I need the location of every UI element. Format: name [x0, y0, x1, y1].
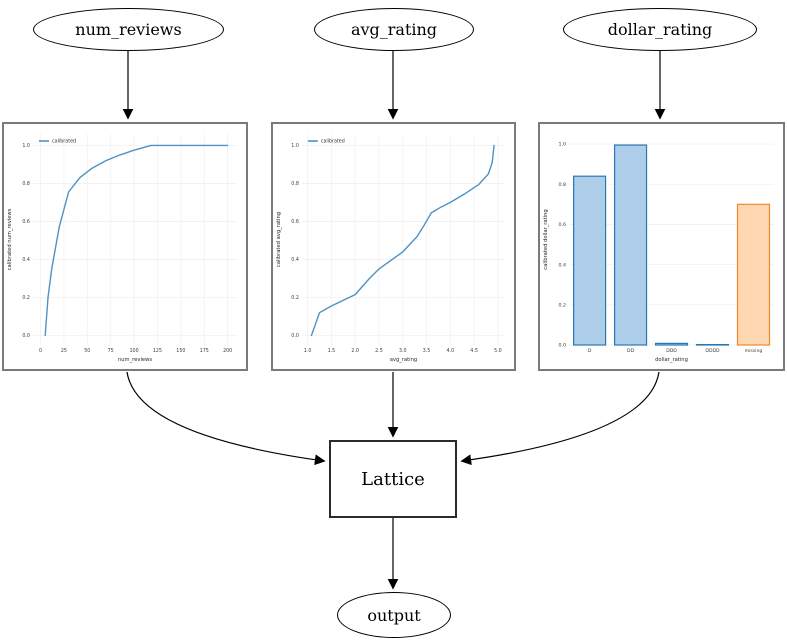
svg-text:1.5: 1.5	[328, 348, 336, 354]
svg-text:50: 50	[84, 348, 90, 354]
node-num-reviews: num_reviews	[33, 8, 224, 51]
svg-text:0.2: 0.2	[291, 295, 299, 301]
svg-text:D: D	[588, 348, 592, 354]
svg-text:4.0: 4.0	[447, 348, 455, 354]
node-avg-rating: avg_rating	[314, 8, 474, 51]
svg-text:2.0: 2.0	[351, 348, 359, 354]
svg-text:0.8: 0.8	[22, 181, 30, 187]
svg-text:0.0: 0.0	[558, 343, 566, 349]
svg-text:150: 150	[176, 348, 185, 354]
node-dollar-rating-label: dollar_rating	[607, 20, 713, 39]
node-lattice-label: Lattice	[361, 468, 425, 490]
avg-rating-calibration-plot: 0.0 0.2 0.4 0.6 0.8 1.0 1.0 1.5 2.0 2.5 3.0 3.5 4.0 4…	[271, 122, 516, 371]
svg-text:75: 75	[108, 348, 114, 354]
svg-text:0.2: 0.2	[558, 303, 566, 309]
svg-text:0.2: 0.2	[22, 295, 30, 301]
svg-text:calibrated: calibrated	[52, 139, 76, 145]
num-reviews-calibration-chart: 0.0 0.2 0.4 0.6 0.8 1.0 0 25 50 75 100 125 150 175 200…	[4, 124, 246, 369]
svg-text:175: 175	[200, 348, 209, 354]
node-avg-rating-label: avg_rating	[350, 20, 438, 39]
svg-text:5.0: 5.0	[494, 348, 502, 354]
node-lattice: Lattice	[329, 440, 457, 518]
svg-text:calibrated avg_rating: calibrated avg_rating	[276, 212, 282, 267]
svg-text:avg_rating: avg_rating	[390, 357, 417, 363]
svg-text:calibrated num_reviews: calibrated num_reviews	[7, 208, 13, 270]
node-num-reviews-label: num_reviews	[75, 20, 182, 39]
svg-text:0.0: 0.0	[22, 333, 30, 339]
svg-text:0.6: 0.6	[558, 222, 566, 228]
svg-text:1.0: 1.0	[304, 348, 312, 354]
svg-text:2.5: 2.5	[375, 348, 383, 354]
svg-text:1.0: 1.0	[22, 143, 30, 149]
svg-text:125: 125	[153, 348, 162, 354]
svg-text:1.0: 1.0	[558, 142, 566, 148]
svg-text:dollar_rating: dollar_rating	[655, 357, 688, 363]
svg-text:0.6: 0.6	[291, 219, 299, 225]
svg-text:0.8: 0.8	[558, 182, 566, 188]
node-dollar-rating: dollar_rating	[563, 8, 757, 51]
svg-text:calibrated: calibrated	[321, 139, 345, 145]
num-reviews-calibration-plot: 0.0 0.2 0.4 0.6 0.8 1.0 0 25 50 75 100 125 150 175 200…	[2, 122, 248, 371]
svg-text:DD: DD	[627, 348, 635, 354]
svg-text:num_reviews: num_reviews	[118, 357, 152, 363]
svg-text:0: 0	[39, 348, 42, 354]
svg-text:0.6: 0.6	[22, 219, 30, 225]
edge-num-reviews-plot-to-lattice	[126, 371, 326, 466]
svg-text:1.0: 1.0	[291, 143, 299, 149]
svg-text:0.4: 0.4	[291, 257, 299, 263]
svg-text:DDD: DDD	[666, 348, 677, 354]
svg-text:missing: missing	[745, 348, 763, 354]
node-output-label: output	[367, 605, 421, 625]
avg-rating-calibration-chart: 0.0 0.2 0.4 0.6 0.8 1.0 1.0 1.5 2.0 2.5 3.0 3.5 4.0 4…	[273, 124, 514, 369]
svg-text:0.4: 0.4	[558, 262, 566, 268]
svg-text:0.4: 0.4	[22, 257, 30, 263]
svg-text:0.0: 0.0	[291, 333, 299, 339]
svg-text:calibrated dollar_rating: calibrated dollar_rating	[543, 209, 549, 269]
svg-text:100: 100	[129, 348, 138, 354]
svg-text:0.8: 0.8	[291, 181, 299, 187]
svg-text:200: 200	[223, 348, 232, 354]
svg-text:3.5: 3.5	[423, 348, 431, 354]
node-output: output	[337, 592, 451, 638]
svg-text:3.0: 3.0	[399, 348, 407, 354]
svg-text:4.5: 4.5	[470, 348, 478, 354]
edge-dollar-rating-plot-to-lattice	[460, 371, 660, 466]
svg-text:25: 25	[61, 348, 67, 354]
svg-text:DDDD: DDDD	[705, 348, 720, 354]
